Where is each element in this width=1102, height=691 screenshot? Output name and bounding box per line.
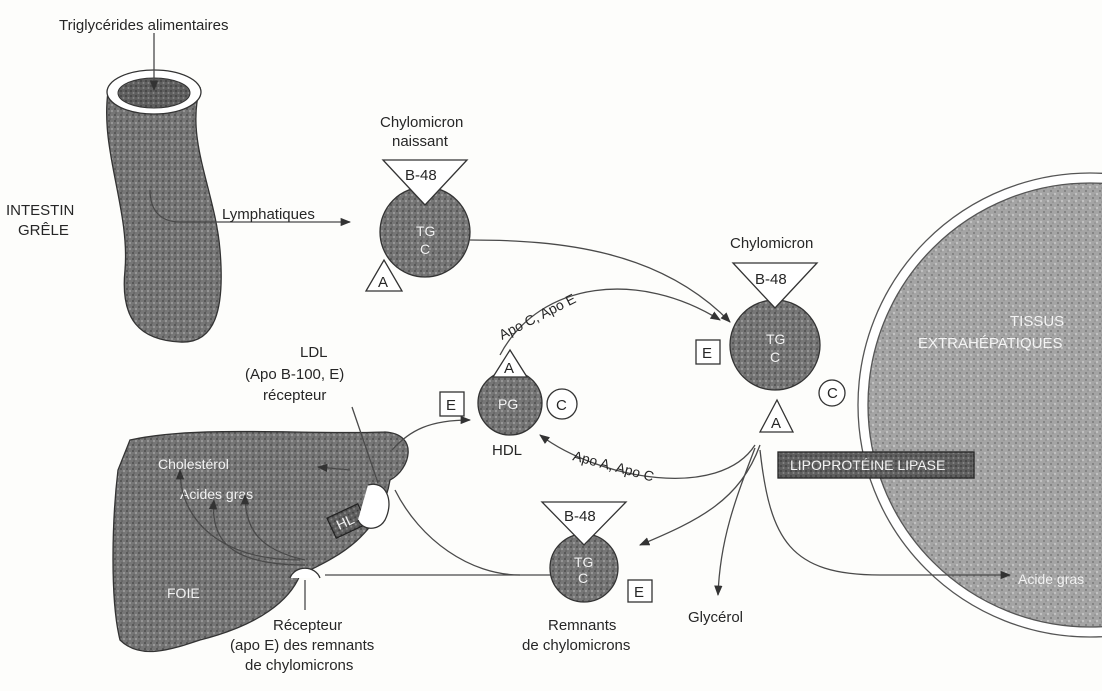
lymphatiques-label: Lymphatiques (222, 206, 315, 223)
acide-gras-label: Acide gras (1018, 571, 1084, 587)
hdl-apo-e-label: E (446, 397, 456, 414)
ldl-label-line3: récepteur (263, 387, 326, 404)
chylomicron-core-tg: TG (766, 331, 785, 347)
apo-a-apo-c-label: Apo A, Apo C (571, 447, 656, 484)
chylomicron-apo-c-label: C (827, 385, 838, 402)
chylomicron-apo-e-label: E (702, 345, 712, 362)
nascent-chylomicron: Chylomicron naissant B-48 TG C A (366, 114, 470, 291)
chylomicron-core-c: C (770, 349, 780, 365)
remnant-core-tg: TG (574, 554, 593, 570)
apo-c-apo-e-label: Apo C, Apo E (496, 290, 578, 342)
glycerol-label: Glycérol (688, 609, 743, 626)
chylomicron-apo-b48-label: B-48 (755, 271, 787, 288)
chylomicron: Chylomicron B-48 TG C E C A (696, 235, 845, 432)
ldl-label-line1: LDL (300, 344, 328, 361)
cholesterol-label: Cholestérol (158, 456, 229, 472)
remnant-apo-b48-label: B-48 (564, 508, 596, 525)
remnant-apo-e-label: E (634, 584, 644, 601)
remnant-receptor-label-line3: de chylomicrons (245, 657, 353, 674)
acides-gras-label: Acides gras (180, 486, 253, 502)
remnant-core-c: C (578, 570, 588, 586)
nascent-core-c: C (420, 241, 430, 257)
nascent-chylomicron-label-line2: naissant (392, 133, 449, 150)
lipoprotein-lipase-label: LIPOPROTÉINE LIPASE (790, 457, 945, 473)
remnants-label-line2: de chylomicrons (522, 637, 630, 654)
hdl-apo-c-label: C (556, 397, 567, 414)
nascent-core-tg: TG (416, 223, 435, 239)
foie-label: FOIE (167, 585, 200, 601)
dietary-triglycerides-label: Triglycérides alimentaires (59, 17, 229, 34)
remnant-receptor-label-line2: (apo E) des remnants (230, 637, 374, 654)
tissues-label-line1: TISSUS (1010, 313, 1064, 330)
nascent-apo-b48-label: B-48 (405, 167, 437, 184)
chylomicron-label: Chylomicron (730, 235, 813, 252)
nascent-chylomicron-label-line1: Chylomicron (380, 114, 463, 131)
liver: Cholestérol Acides gras FOIE HL (113, 431, 408, 651)
intestine (107, 33, 350, 342)
intestine-label-line1: INTESTIN (6, 202, 74, 219)
ldl-label-line2: (Apo B-100, E) (245, 366, 344, 383)
hdl-label: HDL (492, 442, 522, 459)
chylomicron-remnants: B-48 TG C E Remnants de chylomicrons (522, 502, 652, 654)
tissues-label-line2: EXTRAHÉPATIQUES (918, 335, 1062, 352)
remnant-receptor-label-line1: Récepteur (273, 617, 342, 634)
hdl-particle: A PG E C HDL (440, 350, 577, 459)
nascent-apo-a-label: A (378, 274, 388, 291)
intestine-label-line2: GRÊLE (18, 222, 69, 239)
hdl-core-label: PG (498, 396, 518, 412)
chylomicron-apo-a-label: A (771, 415, 781, 432)
remnants-label-line1: Remnants (548, 617, 616, 634)
hdl-apo-a-label: A (504, 360, 514, 377)
